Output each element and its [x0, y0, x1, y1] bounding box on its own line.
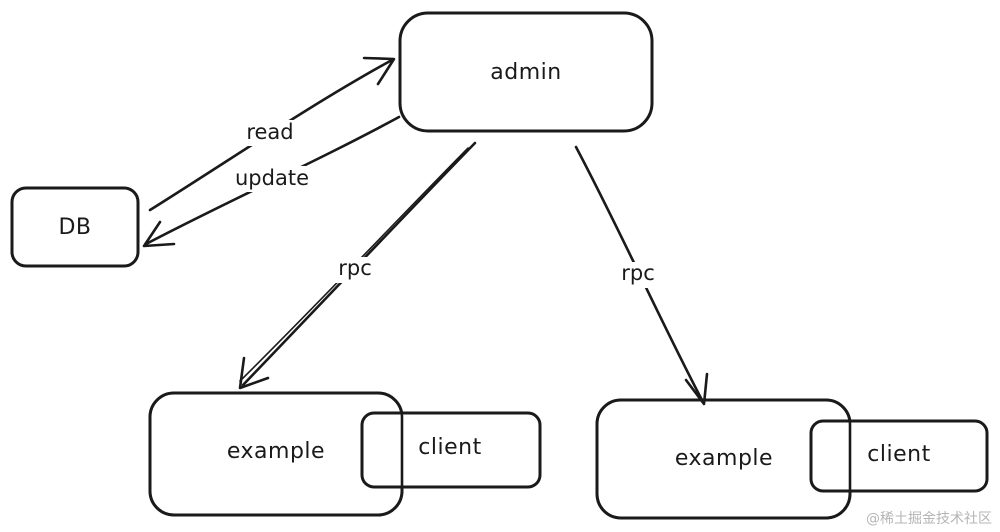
node-db-box	[10, 186, 140, 268]
node-right-client-box	[809, 419, 989, 493]
edge-update-label-bg	[224, 166, 320, 192]
node-left-client-box	[360, 411, 542, 489]
node-admin: admin	[398, 11, 654, 133]
edge-read-label-bg	[238, 120, 302, 146]
node-db: DB	[10, 186, 140, 268]
node-left-client-label: client	[418, 435, 481, 460]
edge-rpc-right-arrowhead	[684, 372, 709, 406]
node-admin-label: admin	[490, 60, 561, 85]
watermark: @稀土掘金技术社区	[866, 511, 992, 527]
edge-read-arrowhead	[362, 56, 396, 86]
edge-rpc-left: rpc	[238, 141, 477, 390]
node-right-service: example client	[595, 398, 989, 520]
edge-rpc-left-label: rpc	[338, 256, 372, 280]
node-left-example-label: example	[227, 439, 325, 464]
node-left-example-outline	[148, 391, 404, 517]
node-left-service: example client	[148, 391, 542, 517]
edge-rpc-left-arrowhead	[238, 356, 270, 390]
edge-rpc-right-label-bg	[616, 262, 660, 288]
edge-rpc-right-label: rpc	[621, 261, 655, 285]
node-right-client-label: client	[867, 442, 930, 467]
node-right-example-label: example	[675, 446, 773, 471]
edge-rpc-left-label-bg	[334, 257, 376, 283]
node-db-label: DB	[58, 215, 91, 240]
edge-read-label: read	[246, 120, 293, 144]
edge-update-arrowhead	[142, 220, 176, 248]
edge-update-label: update	[235, 166, 309, 190]
node-admin-box	[398, 11, 654, 133]
node-right-example-outline	[595, 398, 852, 520]
edge-rpc-right: rpc	[574, 145, 709, 406]
